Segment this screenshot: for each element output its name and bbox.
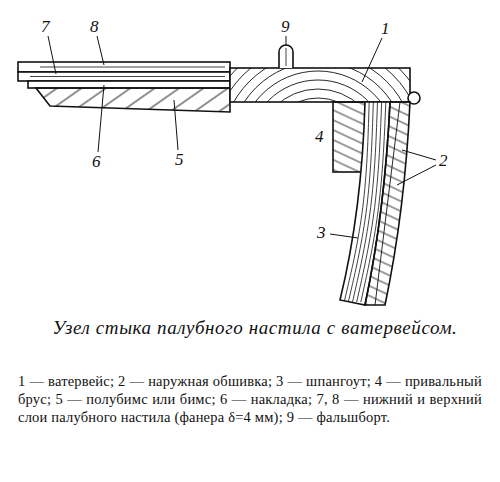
callout-number: 8	[89, 18, 100, 36]
leader-line	[48, 36, 56, 74]
lamination-line	[344, 102, 369, 302]
wood-ring	[257, 89, 379, 102]
leader-line	[286, 36, 287, 46]
callout-number: 3	[316, 224, 327, 242]
lamination-line	[348, 102, 373, 302]
leader-line	[97, 36, 104, 65]
callout-number: 4	[314, 128, 325, 146]
leader-line	[330, 234, 358, 238]
figure-title: Узел стыка палубного настила с ватервейс…	[40, 316, 470, 340]
ply-line	[30, 76, 225, 77]
wood-ring	[230, 68, 410, 102]
waterway	[230, 68, 410, 102]
bulwark	[279, 45, 293, 68]
callout-number: 7	[40, 18, 51, 36]
leader-line	[98, 85, 104, 152]
wood-ring	[248, 80, 388, 102]
figure-caption: 1 — ватервейс; 2 — наружная обшивка; 3 —…	[18, 372, 482, 426]
wood-ring	[239, 71, 397, 102]
upper-deck-layer	[18, 62, 230, 72]
overlay-strip	[28, 81, 230, 88]
ply-line	[40, 67, 225, 68]
leader-line	[174, 100, 178, 150]
clamp	[333, 102, 365, 172]
leader-line	[397, 165, 436, 185]
leader-line	[402, 150, 436, 160]
callout-number: 1	[380, 20, 391, 38]
lower-deck-layer	[18, 72, 230, 81]
plank-seam	[375, 102, 400, 305]
deck-beam	[36, 88, 230, 112]
bulwark-line	[286, 48, 287, 66]
callout-number: 2	[438, 152, 449, 170]
callout-number: 9	[280, 18, 291, 36]
callout-number: 5	[174, 151, 185, 169]
wood-ring	[230, 68, 410, 102]
callout-number: 6	[91, 153, 102, 171]
leader-line	[362, 38, 382, 82]
outer-planking	[365, 102, 410, 305]
wood-ring	[230, 68, 410, 102]
wood-ring	[230, 68, 406, 102]
wood-ring	[230, 68, 410, 102]
